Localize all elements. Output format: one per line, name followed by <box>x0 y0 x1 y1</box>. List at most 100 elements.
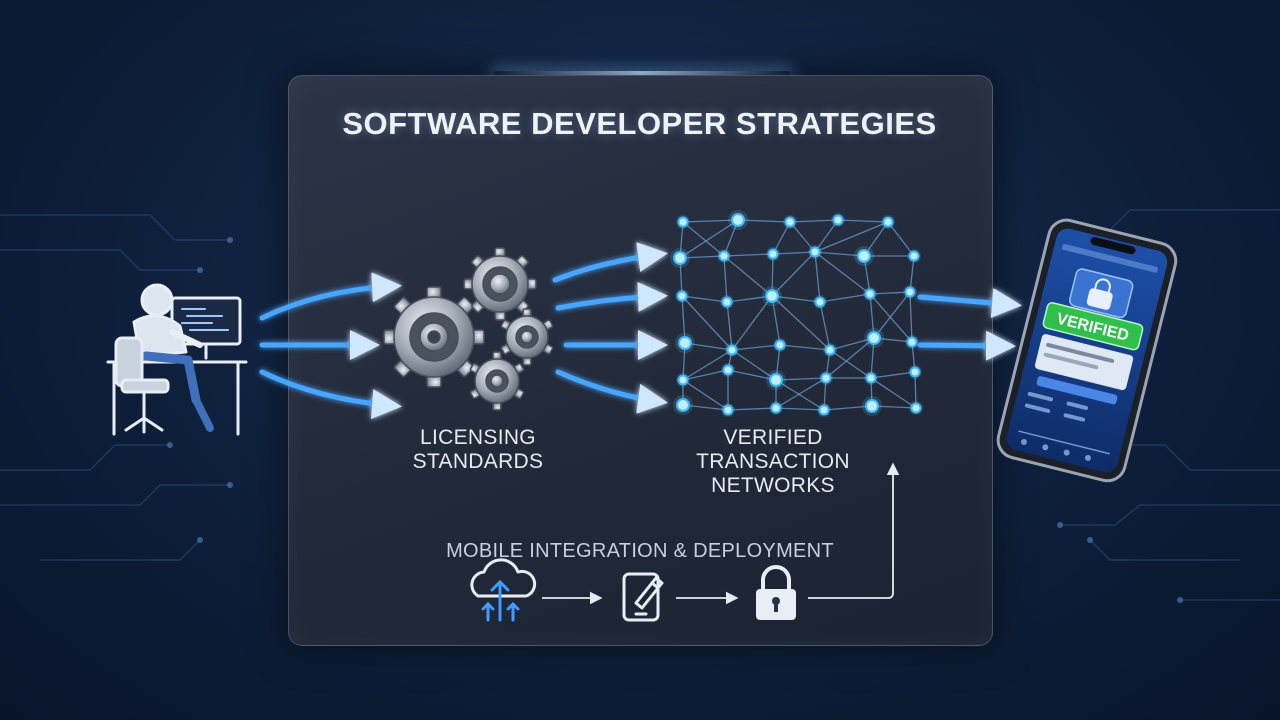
network-edge <box>682 404 729 411</box>
network-node <box>767 248 779 260</box>
network-edge <box>869 291 911 295</box>
network-edge <box>814 219 839 253</box>
network-node <box>865 372 877 384</box>
network-edge <box>731 295 773 351</box>
network-node <box>814 296 826 308</box>
network-edge <box>771 295 781 346</box>
padlock-icon <box>756 565 796 620</box>
network-edge <box>726 301 733 351</box>
network-edge <box>772 251 816 255</box>
network-node <box>882 216 894 228</box>
network-edge <box>837 219 889 223</box>
network-edge <box>909 255 915 293</box>
network-edge <box>726 295 773 303</box>
network-edge <box>727 369 777 381</box>
network-edge <box>679 219 739 259</box>
network-node <box>677 374 689 386</box>
network-node <box>731 213 745 227</box>
network-edge <box>869 293 913 343</box>
network-edge <box>870 371 916 379</box>
network-edge <box>681 295 733 351</box>
licensing-standards-label: LICENSING STANDARDS <box>380 426 576 474</box>
network-node <box>676 290 688 302</box>
network-edge <box>829 349 872 379</box>
network-edge <box>829 337 875 351</box>
network-edge <box>731 344 781 351</box>
network-edge <box>775 379 825 411</box>
developer-at-desk-icon <box>106 283 248 436</box>
network-node <box>774 339 786 351</box>
verified-phone: VERIFIED <box>996 218 1178 483</box>
step-arrow-to-network <box>808 462 900 599</box>
network-node <box>809 246 821 258</box>
network-node <box>721 296 733 308</box>
network-node <box>904 286 916 298</box>
network-node <box>818 404 830 416</box>
network-edge <box>869 293 875 339</box>
cloud-upload-icon <box>470 558 537 622</box>
network-edge <box>814 251 871 295</box>
network-node <box>909 366 921 378</box>
network-node <box>678 336 692 350</box>
network-node <box>726 344 738 356</box>
network-edge <box>823 405 873 411</box>
network-node <box>832 214 844 226</box>
network-edge <box>681 295 728 303</box>
network-node <box>906 336 918 348</box>
arrows-to-phone <box>917 288 1022 361</box>
padlock-badge-icon <box>1086 278 1113 310</box>
network-edge <box>737 219 791 223</box>
network-node <box>673 251 687 265</box>
verified-networks-label: VERIFIED TRANSACTION NETWORKS <box>675 426 871 498</box>
mobile-integration-label: MOBILE INTEGRATION & DEPLOYMENT <box>446 540 834 562</box>
network-node <box>910 402 922 414</box>
verified-label-line-3: NETWORKS <box>711 474 835 497</box>
gears-icon <box>383 247 554 411</box>
network-node <box>864 288 876 300</box>
network-edge <box>789 221 816 253</box>
network-node <box>722 404 734 416</box>
network-edge <box>814 221 889 253</box>
network-edge <box>727 407 777 411</box>
network-node <box>722 364 734 376</box>
licensing-label-line-1: LICENSING <box>420 426 536 449</box>
network-edge <box>789 219 839 223</box>
network-node <box>820 372 832 384</box>
network-edge <box>775 377 827 381</box>
panel-top-glow <box>494 71 790 75</box>
network-edge <box>909 291 913 343</box>
network-edge <box>682 379 729 411</box>
network-node <box>676 398 690 412</box>
network-edge <box>775 407 825 411</box>
network-edge <box>825 337 875 379</box>
network-edge <box>682 349 733 381</box>
arrows-to-network <box>552 242 668 414</box>
network-edge <box>771 251 816 297</box>
network-edge <box>873 291 911 339</box>
network-edge <box>870 377 917 409</box>
network-edge <box>871 405 917 409</box>
network-edge <box>914 371 917 409</box>
network-node <box>867 331 881 345</box>
diagram-title: SOFTWARE DEVELOPER STRATEGIES <box>342 106 937 141</box>
network-node <box>769 373 783 387</box>
network-edge <box>682 219 739 223</box>
licensing-label-line-2: STANDARDS <box>412 450 544 473</box>
network-node <box>824 344 836 356</box>
network-edge <box>684 342 733 351</box>
network-edge <box>887 221 915 257</box>
network-node <box>765 289 779 303</box>
network-edge <box>771 295 831 351</box>
network-edge <box>779 344 831 351</box>
network-edge <box>682 369 729 381</box>
network-edge <box>775 377 827 409</box>
network-edge <box>771 253 774 297</box>
verified-label-line-1: VERIFIED <box>723 426 823 449</box>
network-node <box>677 216 689 228</box>
network-node <box>784 216 796 228</box>
network-node <box>908 250 920 262</box>
network-node <box>718 250 730 262</box>
network-edge <box>723 253 774 257</box>
